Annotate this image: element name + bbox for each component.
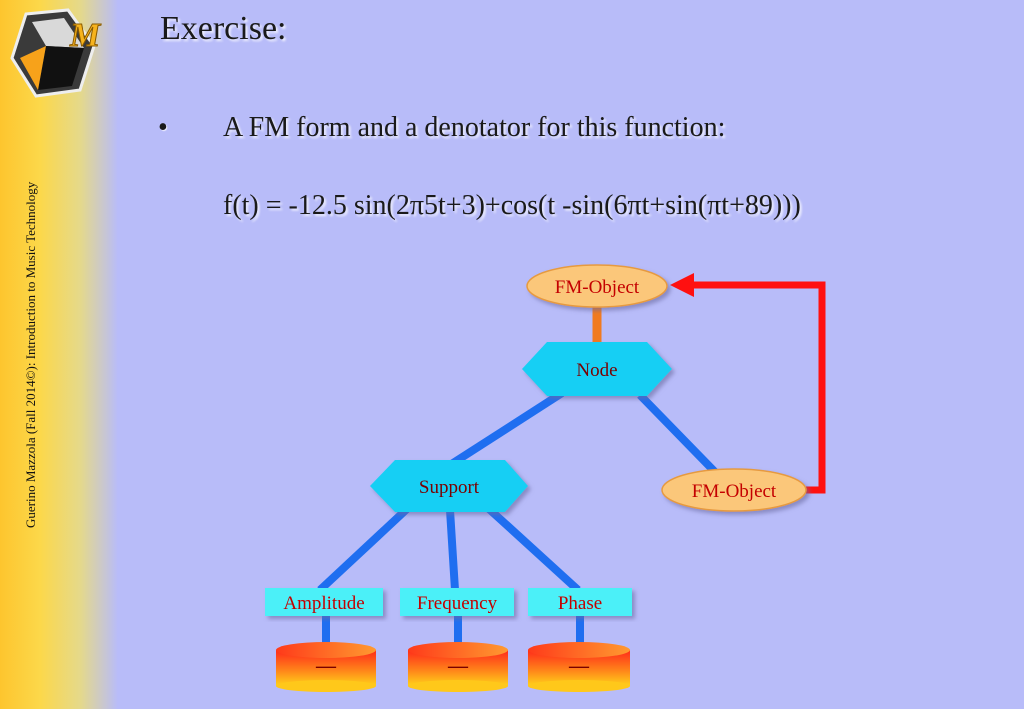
node-hexagon bbox=[522, 342, 672, 396]
edge-support-frequency bbox=[446, 509, 459, 591]
phase-label: Phase bbox=[558, 593, 602, 614]
cylinder-amplitude-value: — bbox=[315, 655, 337, 677]
edge-support-amplitude bbox=[317, 505, 411, 593]
amplitude-box bbox=[265, 588, 383, 616]
slide-title: Exercise: bbox=[160, 10, 287, 47]
fm-object-top bbox=[526, 264, 668, 308]
svg-text:M: M bbox=[69, 17, 102, 54]
edge-node-fmobject bbox=[637, 392, 719, 476]
cylinder-amplitude bbox=[276, 642, 376, 692]
cylinder-frequency-value: — bbox=[447, 655, 469, 677]
sidebar-strip bbox=[0, 0, 118, 709]
edge-node-support bbox=[447, 389, 565, 469]
edge-support-phase bbox=[485, 505, 581, 593]
fm-object-right bbox=[661, 468, 807, 512]
cylinder-phase bbox=[528, 642, 630, 692]
amplitude-label: Amplitude bbox=[283, 593, 364, 614]
node-label: Node bbox=[576, 360, 617, 381]
frequency-box bbox=[400, 588, 514, 616]
cylinder-phase-value: — bbox=[568, 655, 590, 677]
recursion-arrowhead bbox=[670, 273, 694, 297]
cylinder-frequency bbox=[408, 642, 508, 692]
fm-object-right-label: FM-Object bbox=[692, 481, 777, 502]
recursion-arrow bbox=[690, 281, 826, 494]
phase-box bbox=[528, 588, 632, 616]
fm-object-top-label: FM-Object bbox=[555, 277, 640, 298]
function-formula: f(t) = -12.5 sin(2π5t+3)+cos(t -sin(6πt+… bbox=[223, 190, 801, 221]
bullet-text: A FM form and a denotator for this funct… bbox=[223, 112, 726, 143]
presenter-logo: M bbox=[10, 8, 103, 98]
frequency-label: Frequency bbox=[417, 593, 498, 614]
support-hexagon bbox=[370, 460, 528, 512]
support-label: Support bbox=[419, 477, 480, 498]
bullet-marker: • bbox=[158, 112, 168, 143]
